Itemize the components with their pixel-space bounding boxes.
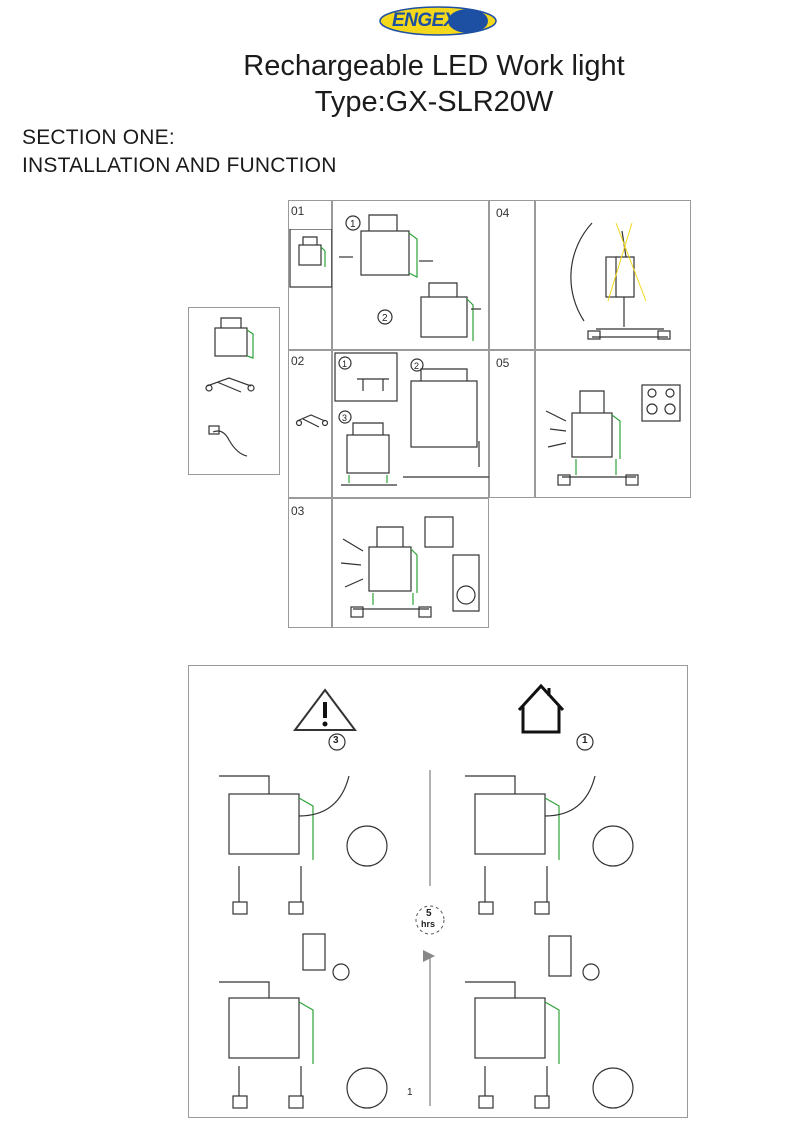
panel-04-label-cell: 04 bbox=[489, 200, 535, 350]
charging-panel: 3 1 5 hrs 1 bbox=[188, 665, 688, 1118]
callout-number: 1 bbox=[407, 1087, 413, 1098]
panel-03-label-cell: 03 bbox=[288, 498, 332, 628]
product-type: Type:GX-SLR20W bbox=[314, 86, 554, 118]
right-step-number: 1 bbox=[582, 735, 588, 746]
panel-03-label: 03 bbox=[291, 504, 305, 518]
panel-02-thumbnail bbox=[295, 414, 329, 428]
charging-diagram bbox=[219, 683, 634, 1109]
panel-01-thumbnail bbox=[289, 229, 333, 288]
panel-05-label-cell: 05 bbox=[489, 350, 535, 498]
panel-04-label: 04 bbox=[496, 206, 510, 220]
panel-02-label: 02 bbox=[291, 354, 305, 368]
step-1-number: 1 bbox=[350, 219, 356, 230]
house-icon bbox=[517, 683, 565, 734]
panel-05-label: 05 bbox=[496, 356, 510, 370]
panel-01-label: 01 bbox=[291, 204, 305, 218]
left-step-number: 3 bbox=[333, 735, 339, 746]
svg-text:1: 1 bbox=[342, 359, 347, 369]
package-contents-drawing bbox=[205, 317, 255, 457]
warning-icon bbox=[293, 688, 357, 731]
charge-hours-value: 5 bbox=[426, 908, 432, 919]
panel-02-drawing: 1 2 3 bbox=[332, 350, 489, 498]
clock-icon bbox=[415, 905, 445, 935]
panel-02-label-cell: 02 bbox=[288, 350, 332, 498]
panel-04-drawing bbox=[535, 200, 691, 350]
package-contents-panel bbox=[188, 307, 280, 475]
svg-text:2: 2 bbox=[414, 361, 419, 371]
section-heading: SECTION ONE: bbox=[22, 126, 175, 149]
charge-hours-unit: hrs bbox=[421, 919, 436, 929]
brand-text: ENGEX bbox=[392, 10, 457, 31]
panel-01-label-cell: 01 bbox=[288, 200, 333, 350]
arrow-right-icon bbox=[423, 950, 435, 962]
panel-05-drawing bbox=[535, 350, 691, 498]
engex-logo: ENGEX bbox=[378, 6, 498, 36]
section-subheading: INSTALLATION AND FUNCTION bbox=[22, 154, 337, 177]
panel-03-drawing bbox=[332, 498, 489, 628]
step-2-number: 2 bbox=[382, 313, 388, 324]
product-title: Rechargeable LED Work light bbox=[243, 50, 625, 82]
panel-01-drawing: 1 2 bbox=[332, 200, 489, 350]
svg-text:3: 3 bbox=[342, 413, 347, 423]
